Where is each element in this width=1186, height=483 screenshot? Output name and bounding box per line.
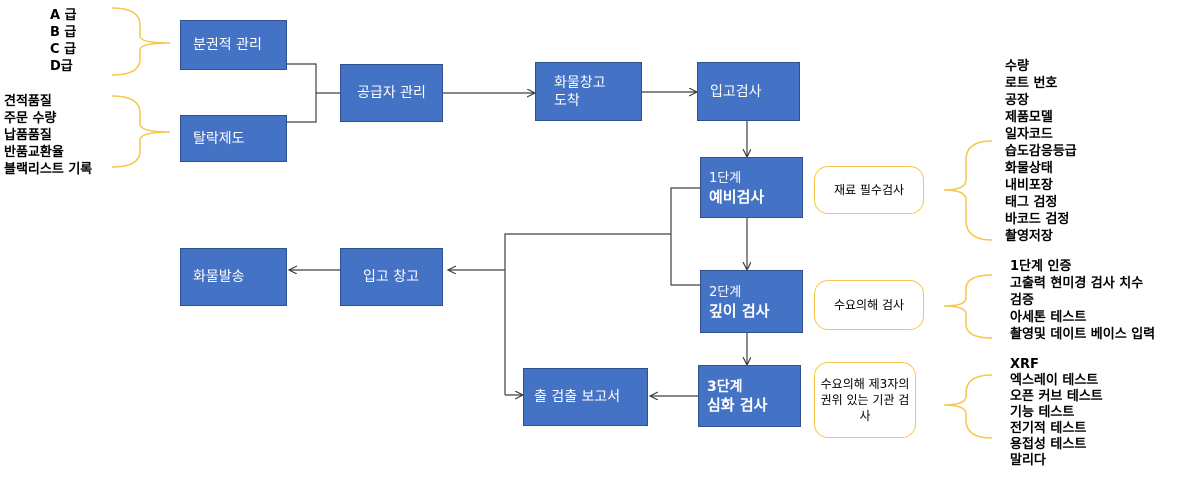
brace-grades [111, 7, 171, 76]
stage3-callout: 수요의해 제3자의 권위 있는 기관 검사 [814, 362, 916, 438]
list-item: 촬영및 데이트 베이스 입력 [1010, 327, 1156, 342]
stage1-callout: 재료 필수검사 [814, 166, 924, 214]
inbound-items-list: 수량 로트 번호 공장 제품모델 일자코드 [1005, 58, 1057, 143]
stage2-label-line1: 2단계 [709, 284, 742, 300]
list-item: 엑스레이 테스트 [1010, 373, 1099, 388]
partition-mgmt-box: 분권적 관리 [180, 20, 287, 70]
supplier-mgmt-label: 공급자 관리 [357, 85, 426, 101]
list-item: 일자코드 [1005, 127, 1053, 142]
brace-stage2 [943, 274, 993, 339]
stage2-label-line2: 깊이 검사 [709, 301, 770, 320]
brace-elimination [111, 95, 171, 168]
list-item: 납품품질 [4, 128, 52, 143]
stage3-label-line2: 심화 검사 [707, 396, 768, 414]
warehouse-label: 입고 창고 [363, 269, 419, 285]
grade-d: D급 [50, 59, 73, 74]
supplier-mgmt-box: 공급자 관리 [340, 64, 443, 122]
inbound-inspection-label: 입고검사 [710, 83, 762, 100]
list-item: 공장 [1005, 93, 1029, 108]
list-item: 내비포장 [1005, 178, 1053, 193]
elimination-criteria-list: 견적품질 주문 수량 납품품질 반품교환율 블랙리스트 기록 [4, 93, 92, 178]
connector-partition [287, 63, 317, 123]
elimination-box: 탈락제도 [180, 115, 287, 162]
elimination-label: 탈락제도 [193, 130, 245, 147]
shipping-label: 화물발송 [193, 269, 245, 285]
stage1-box: 1단계 예비검사 [700, 157, 803, 218]
list-item: 전기적 테스트 [1010, 421, 1087, 436]
stage2-callout: 수요의해 검사 [814, 280, 924, 330]
stage1-items-list: 습도감응등급 화물상태 내비포장 태그 검정 바코드 검정 촬영저장 [1005, 143, 1077, 245]
list-item: 화물상태 [1005, 161, 1053, 176]
list-item: XRF [1010, 357, 1039, 372]
stage3-items-list: XRF 엑스레이 테스트 오픈 커브 테스트 기능 테스트 전기적 테스트 용접… [1010, 357, 1103, 469]
list-item: 태그 검정 [1005, 195, 1058, 210]
list-item: 반품교환율 [4, 145, 64, 160]
list-item: 고출력 현미경 검사 치수 [1010, 276, 1144, 291]
grade-b: B 급 [50, 25, 77, 40]
report-label: 출 검출 보고서 [534, 389, 621, 405]
partition-mgmt-label: 분권적 관리 [193, 37, 262, 53]
list-item: 촬영저장 [1005, 229, 1053, 244]
arrival-label-line1: 화물창고 [554, 74, 606, 91]
connector-stage-to-left [504, 233, 671, 395]
list-item: 용접성 테스트 [1010, 437, 1087, 452]
arrival-box: 화물창고 도착 [535, 62, 642, 121]
arrival-label-line2: 도착 [554, 92, 580, 109]
warehouse-box: 입고 창고 [340, 248, 443, 306]
stage2-callout-text: 수요의해 검사 [833, 298, 905, 312]
list-item: 말리다 [1010, 453, 1046, 468]
shipping-box: 화물발송 [180, 248, 287, 306]
stage1-label-line2: 예비검사 [709, 187, 765, 206]
connector-stage-bracket [670, 187, 700, 286]
list-item: 오픈 커브 테스트 [1010, 389, 1103, 404]
grade-c: C 급 [50, 42, 77, 57]
list-item: 바코드 검정 [1005, 212, 1070, 227]
list-item: 수량 [1005, 59, 1029, 74]
list-item: 로트 번호 [1005, 76, 1058, 91]
list-item: 아세톤 테스트 [1010, 310, 1087, 325]
stage3-box: 3단계 심화 검사 [698, 365, 801, 427]
stage2-box: 2단계 깊이 검사 [700, 270, 803, 333]
report-box: 출 검출 보고서 [523, 368, 648, 426]
grade-a: A 급 [50, 8, 77, 23]
list-item: 견적품질 [4, 94, 52, 109]
stage1-label-line1: 1단계 [709, 170, 742, 186]
list-item: 블랙리스트 기록 [4, 162, 93, 177]
list-item: 검증 [1010, 293, 1034, 308]
brace-stage3 [943, 374, 993, 439]
brace-stage1 [943, 140, 993, 241]
inbound-inspection-box: 입고검사 [697, 62, 800, 121]
list-item: 1단계 인증 [1010, 259, 1072, 274]
list-item: 기능 테스트 [1010, 405, 1075, 420]
stage1-callout-text: 재료 필수검사 [833, 183, 905, 197]
list-item: 습도감응등급 [1005, 144, 1077, 159]
stage3-callout-text: 수요의해 제3자의 권위 있는 기관 검사 [820, 377, 910, 423]
stage2-items-list: 1단계 인증 고출력 현미경 검사 치수 검증 아세톤 테스트 촬영및 데이트 … [1010, 258, 1155, 343]
stage3-label-line1: 3단계 [707, 379, 743, 395]
list-item: 주문 수량 [4, 111, 57, 126]
list-item: 제품모델 [1005, 110, 1053, 125]
